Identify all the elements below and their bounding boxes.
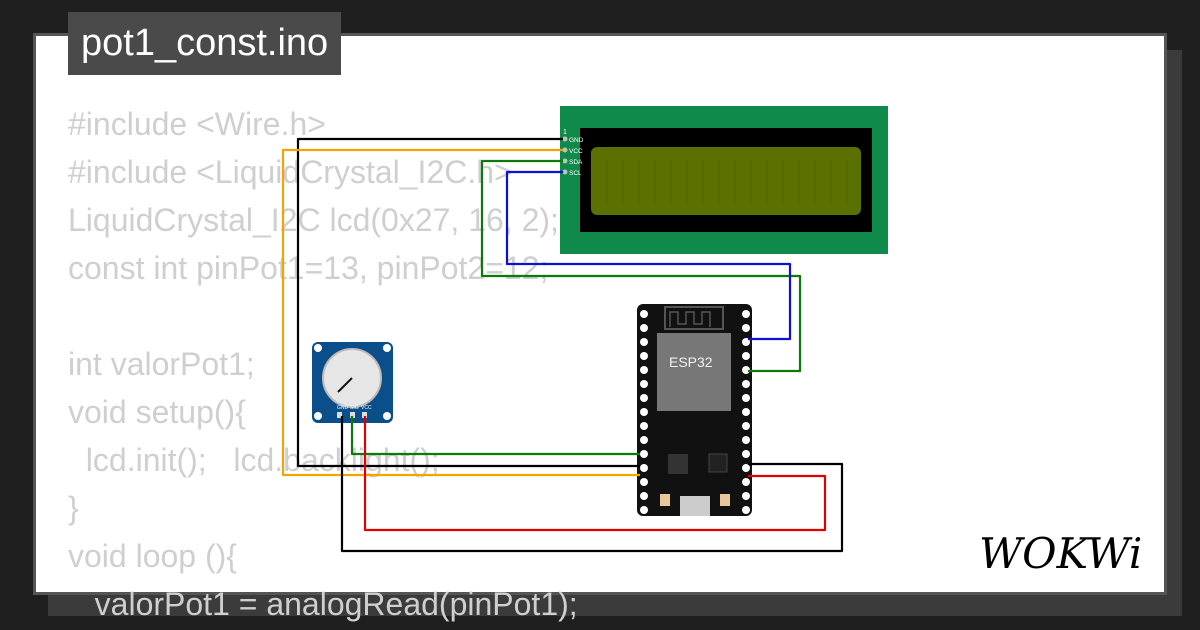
- wokwi-logo: WOKWi: [979, 529, 1142, 578]
- pot-pin-label: GND: [337, 405, 349, 411]
- wire-lcd-gnd[interactable]: [296, 137, 640, 468]
- pot-pin-label: VCC: [361, 405, 372, 411]
- lcd-pin-label: GND: [569, 137, 584, 144]
- code-line: }: [68, 490, 79, 526]
- code-line: LiquidCrystal_I2C lcd(0x27, 16, 2);: [68, 202, 559, 238]
- lcd-screen: [591, 147, 861, 215]
- esp32-shield: [657, 333, 731, 411]
- potentiometer[interactable]: GND SIG VCC: [312, 342, 393, 423]
- pot-pin-label: SIG: [350, 405, 359, 411]
- wire-lcd-scl[interactable]: [505, 170, 792, 341]
- lcd-pin-label: SCL: [569, 170, 582, 177]
- wire-pot-gnd[interactable]: [340, 416, 844, 553]
- code-line: lcd.init(); lcd.backlight();: [68, 442, 440, 478]
- code-line: void setup(){: [68, 394, 246, 430]
- code-line: int valorPot1;: [68, 346, 255, 382]
- code-line: void loop (){: [68, 538, 237, 574]
- code-line: valorPot1 = analogRead(pinPot1);: [68, 586, 578, 622]
- wire-pot-vcc[interactable]: [363, 416, 827, 532]
- wire-lcd-vcc[interactable]: [281, 148, 640, 477]
- lcd-pin-label: SDA: [569, 159, 583, 166]
- wokwi-logo-text: WOKWi: [979, 529, 1142, 578]
- lcd-pin1-marker: 1: [563, 129, 567, 136]
- wire-lcd-sda[interactable]: [480, 159, 802, 373]
- esp32-board[interactable]: ESP32: [637, 304, 752, 516]
- lcd-module[interactable]: 1 GND VCC SDA SCL: [560, 106, 888, 254]
- code-line: #include <LiquidCrystal_I2C.h>: [68, 154, 513, 190]
- project-title[interactable]: pot1_const.ino: [68, 12, 342, 75]
- esp32-label: ESP32: [669, 354, 713, 370]
- lcd-pin-label: VCC: [569, 148, 583, 155]
- wire-pot-sig[interactable]: [350, 416, 640, 456]
- usb-port: [680, 496, 710, 516]
- esp32-antenna: [664, 306, 724, 330]
- pot-indicator: [337, 377, 353, 393]
- code-line: #include <Wire.h>: [68, 106, 326, 142]
